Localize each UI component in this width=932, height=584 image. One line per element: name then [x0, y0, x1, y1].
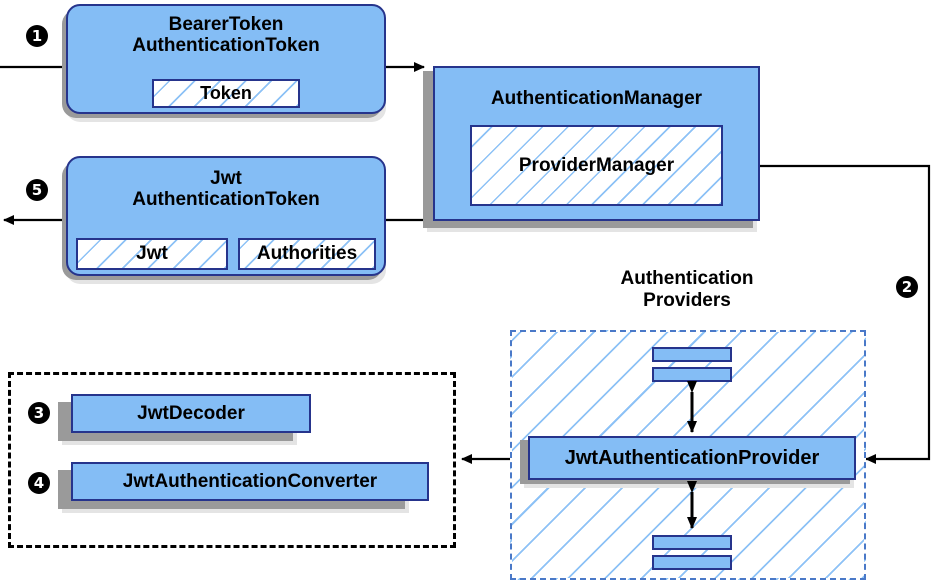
jwt-decoder-label: JwtDecoder: [137, 402, 245, 424]
jwt-authentication-converter-label: JwtAuthenticationConverter: [122, 470, 378, 492]
providers-caption-line2: Providers: [643, 289, 731, 311]
jwt-inner-box: Jwt: [76, 238, 228, 270]
step-badge-3-number: 3: [33, 403, 45, 422]
step-badge-2-number: 2: [901, 277, 913, 296]
step-badge-1: 1: [26, 25, 48, 47]
jwt-authentication-provider-node[interactable]: JwtAuthenticationProvider: [528, 436, 856, 480]
provider-manager-inner-box: ProviderManager: [470, 125, 723, 206]
authorities-inner-box: Authorities: [238, 238, 376, 270]
step-badge-3: 3: [28, 402, 50, 424]
bearer-token-label-line2: AuthenticationToken: [132, 35, 320, 57]
token-inner-box: Token: [152, 79, 300, 108]
authentication-manager-label: AuthenticationManager: [490, 88, 703, 109]
step-badge-4-number: 4: [33, 473, 45, 492]
jwt-decoder-node[interactable]: JwtDecoder: [71, 394, 311, 433]
step-badge-5: 5: [26, 179, 48, 201]
provider-slot-bar-bottom-1: [652, 535, 732, 550]
providers-caption-line1: Authentication: [620, 268, 754, 289]
bearer-token-label-line1: BearerToken: [168, 14, 284, 35]
step-badge-4: 4: [28, 472, 50, 494]
jwt-authentication-provider-label: JwtAuthenticationProvider: [564, 446, 820, 469]
provider-slot-bar-top-1: [652, 347, 732, 362]
step-badge-2: 2: [896, 276, 918, 298]
authentication-providers-caption: Authentication Providers: [572, 268, 802, 312]
provider-slot-bar-top-2: [652, 367, 732, 382]
support-components-area: [8, 372, 456, 548]
jwt-token-label-line2: AuthenticationToken: [132, 189, 320, 211]
step-badge-1-number: 1: [31, 26, 43, 45]
jwt-token-label-line1: Jwt: [210, 168, 242, 189]
step-badge-5-number: 5: [31, 180, 43, 199]
jwt-authentication-converter-node[interactable]: JwtAuthenticationConverter: [71, 462, 429, 501]
provider-slot-bar-bottom-2: [652, 555, 732, 570]
